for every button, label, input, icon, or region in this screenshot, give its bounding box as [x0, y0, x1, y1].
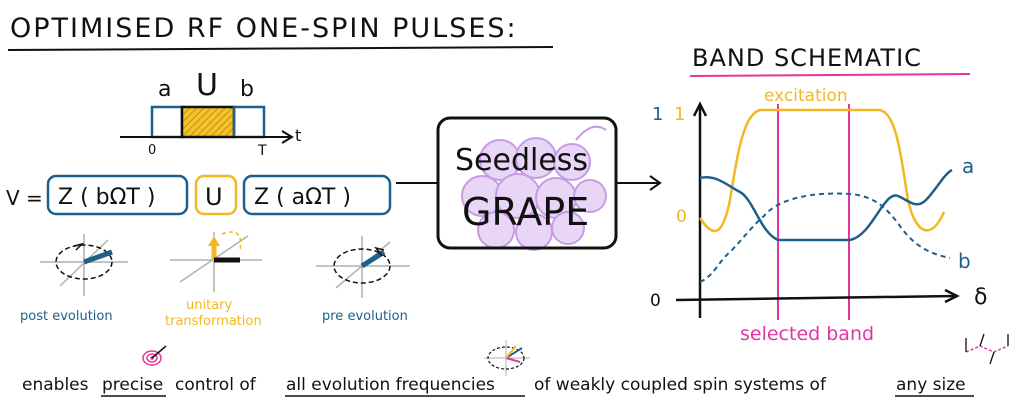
- band-excitation-label: excitation: [764, 86, 848, 106]
- spin-system-icon: [965, 333, 1009, 365]
- band-ytick-1-orange: 1: [674, 104, 685, 125]
- caption-pre-evolution: pre evolution: [322, 309, 408, 324]
- output-arrowhead: [649, 175, 662, 191]
- band-ytick-0-orange: 0: [676, 207, 687, 227]
- band-x-axis-arrowhead: [944, 288, 960, 304]
- footer-word-control: control of: [175, 375, 257, 395]
- pulse-segment-b: [232, 105, 266, 139]
- band-title-underline: [689, 73, 971, 77]
- equation-box-u-text: U: [205, 183, 223, 211]
- band-label-b: b: [958, 249, 971, 273]
- target-icon: [142, 345, 167, 366]
- frequency-bloch-icon: [484, 340, 530, 376]
- pulse-sequence: a U b t 0 T: [120, 68, 301, 159]
- pulse-label-U: U: [196, 68, 218, 103]
- band-label-a: a: [962, 154, 974, 178]
- curve-b: [699, 192, 951, 283]
- grape-label: GRAPE: [462, 190, 589, 234]
- footer-word-enables: enables: [22, 375, 89, 395]
- title-underline: [7, 46, 554, 51]
- footer-word-any-size: any size: [896, 375, 966, 395]
- band-title: BAND SCHEMATIC: [692, 44, 922, 72]
- caption-unitary-line1: unitary: [186, 298, 232, 313]
- equation-box-z-a: [242, 174, 392, 216]
- caption-post-evolution: post evolution: [20, 309, 113, 324]
- equation-box-z-b-text: Z ( bΩT ): [58, 185, 155, 210]
- grape-cluster-icon: [461, 125, 607, 251]
- band-x-axis: [675, 294, 956, 302]
- equation: V = Z ( bΩT ) U Z ( aΩT ): [6, 174, 392, 216]
- main-title: OPTIMISED RF ONE-SPIN PULSES:: [10, 13, 518, 44]
- band-selected-label: selected band: [740, 323, 874, 345]
- footer-word-frequencies: all evolution frequencies: [286, 375, 495, 395]
- footer-word-precise: precise: [102, 375, 163, 395]
- equation-box-u: [194, 174, 238, 216]
- bloch-post-evolution: [40, 234, 128, 296]
- equation-box-z-a-text: Z ( aΩT ): [254, 185, 351, 210]
- curve-a: [699, 168, 953, 242]
- footer-sentence: enables precise control of all evolution…: [22, 375, 974, 397]
- band-ytick-1-blue: 1: [652, 104, 663, 125]
- band-plot: [675, 101, 960, 320]
- equation-box-z-b: [46, 174, 189, 216]
- caption-unitary-line2: transformation: [165, 314, 262, 329]
- tick-T: T: [257, 143, 267, 159]
- bloch-unitary: [170, 231, 262, 292]
- band-y-axis-arrowhead: [692, 101, 708, 117]
- band-x-label: δ: [974, 285, 987, 310]
- pulse-segment-U: [180, 105, 236, 139]
- footer-word-systems: of weakly coupled spin systems of: [534, 375, 827, 395]
- equation-lhs: V =: [6, 186, 43, 210]
- seedless-label: Seedless: [455, 143, 588, 178]
- pulse-segment-a: [150, 105, 184, 139]
- tick-zero: 0: [148, 143, 156, 158]
- pulse-label-b: b: [240, 77, 254, 102]
- excitation-curve: [698, 108, 946, 233]
- band-ytick-0: 0: [650, 291, 661, 311]
- time-axis-arrowhead: [281, 130, 294, 144]
- bloch-pre-evolution: [316, 236, 410, 298]
- pulse-label-a: a: [158, 77, 171, 102]
- time-axis-label: t: [295, 126, 301, 145]
